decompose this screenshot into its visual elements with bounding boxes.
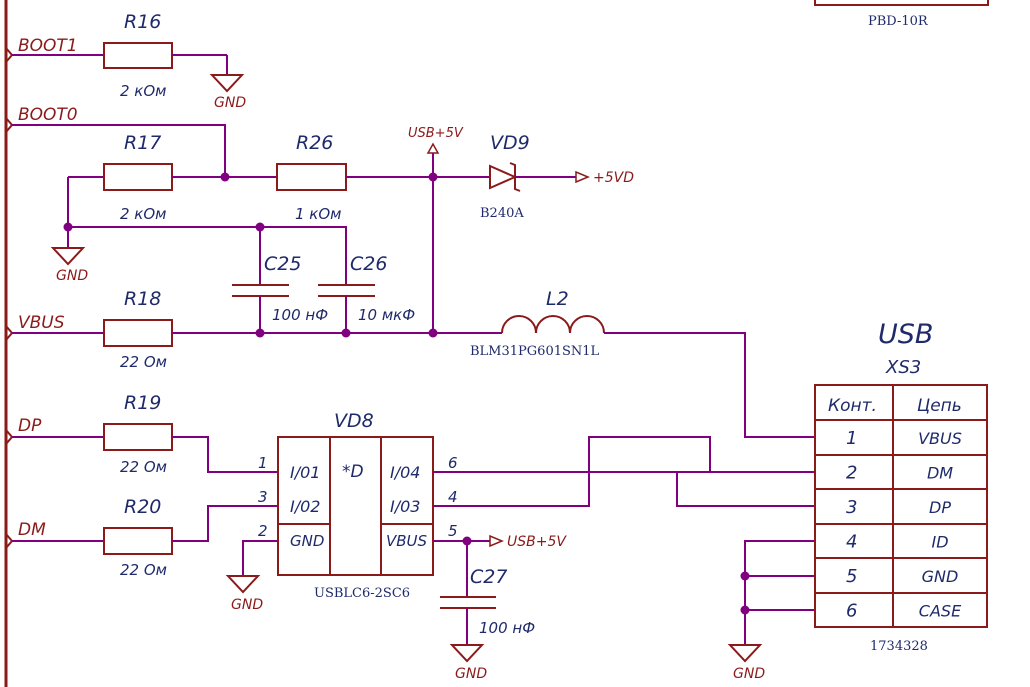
resistor-r20: [103, 527, 173, 555]
c25-value: 100 нФ: [272, 306, 328, 324]
vbus-branch: VBUS R18 22 Ом L2 BLM31PG601SN1L: [5, 177, 815, 438]
connector-row-number: 3: [846, 497, 857, 518]
gnd-label-connector: GND: [733, 666, 765, 682]
net-label-dp: DP: [18, 416, 42, 436]
ic-pin-vbus-num: 5: [448, 522, 458, 540]
connector-row-name: CASE: [919, 602, 962, 621]
boot1-branch: BOOT1 R16 2 кОм GND: [5, 11, 246, 111]
connector-row-name: DP: [929, 498, 951, 517]
ic-pin-io4-num: 6: [448, 454, 458, 472]
top-right-component: PBD-10R: [814, 0, 989, 29]
l2-part: BLM31PG601SN1L: [470, 344, 600, 359]
ic-vd8: VD8 *D I/01 I/02 GND I/04 I/03 VBUS 1 3 …: [258, 410, 458, 601]
connector-xs3: USB XS3 Конт. Цепь 1734328: [814, 319, 988, 654]
dm-branch: DM R20 22 Ом: [5, 496, 278, 579]
resistor-r26: [276, 163, 347, 191]
vd8-ref: VD8: [334, 410, 374, 432]
r20-ref: R20: [124, 496, 161, 518]
connector-header-contact: Конт.: [828, 396, 877, 416]
connector-row-name: DM: [927, 464, 953, 483]
r20-value: 22 Ом: [120, 561, 167, 579]
ground-symbol-r17: [50, 247, 86, 266]
connector-row-name: GND: [922, 567, 959, 586]
dp-branch: DP R19 22 Ом: [5, 392, 278, 476]
r18-value: 22 Ом: [120, 353, 167, 371]
resistor-r17: [103, 163, 173, 191]
r17-value: 2 кОм: [120, 205, 167, 223]
r26-value: 1 кОм: [295, 205, 342, 223]
ic-gnd-branch: GND: [225, 540, 278, 613]
ic-pin-io4-name: I/04: [390, 463, 420, 482]
c27-branch: USB+5V C27 100 нФ GND: [433, 534, 567, 682]
net-label-usb5v-top: USB+5V: [408, 126, 464, 141]
connector-row-name: ID: [931, 533, 948, 552]
gnd-label-c27: GND: [455, 666, 487, 682]
connector-row-number: 6: [846, 601, 857, 622]
data-lines: [433, 436, 815, 507]
diode-vd9: [489, 164, 518, 190]
connector-row-number: 4: [846, 532, 857, 553]
ic-pin-io1-name: I/01: [290, 463, 320, 482]
connector-rows: 1 VBUS 2 DM 3 DP 4 ID 5 GND 6 CASE: [846, 428, 962, 622]
r16-ref: R16: [124, 11, 161, 33]
ic-pin-io2-name: I/02: [290, 497, 320, 516]
r16-value: 2 кОм: [120, 82, 167, 100]
vd8-center-label: *D: [342, 462, 364, 482]
capacitors-c25-c26: C25 100 нФ C26 10 мкФ: [232, 253, 415, 333]
gnd-label-ic: GND: [231, 597, 263, 613]
c25-ref: C25: [264, 253, 301, 275]
connector-part: 1734328: [870, 639, 928, 654]
ic-pin-io1-num: 1: [258, 454, 268, 472]
r19-ref: R19: [124, 392, 161, 414]
top-part-label: PBD-10R: [868, 14, 929, 29]
ground-symbol-c27: [449, 644, 485, 663]
resistor-r18: [103, 319, 173, 347]
vd8-part: USBLC6-2SC6: [314, 586, 410, 601]
c27-value: 100 нФ: [479, 619, 535, 637]
ic-pin-gnd-name: GND: [290, 532, 324, 550]
resistor-r19: [103, 423, 173, 451]
connector-ref: XS3: [885, 357, 921, 378]
ic-pin-gnd-num: 2: [258, 522, 268, 540]
r26-ref: R26: [296, 132, 333, 154]
connector-row-number: 1: [846, 428, 857, 449]
ic-pin-io2-num: 3: [258, 488, 268, 506]
net-label-5vd: +5VD: [593, 170, 634, 186]
vd9-part: B240A: [480, 206, 524, 221]
net-label-boot0: BOOT0: [18, 105, 78, 125]
gnd-label-r17: GND: [56, 268, 88, 284]
vd9-ref: VD9: [490, 132, 530, 154]
net-label-dm: DM: [18, 520, 46, 540]
net-label-vbus: VBUS: [18, 313, 65, 333]
resistor-r16: [103, 42, 173, 69]
l2-ref: L2: [546, 288, 569, 310]
inductor-l2: [501, 315, 605, 334]
r18-ref: R18: [124, 288, 161, 310]
diode-vd9-branch: USB+5V VD9 B240A +5VD: [408, 126, 634, 221]
gnd-label-r16: GND: [214, 95, 246, 111]
connector-row-name: VBUS: [918, 429, 962, 448]
connector-row-number: 5: [846, 566, 857, 587]
connector-row-number: 2: [846, 463, 857, 484]
connector-header-circuit: Цепь: [917, 396, 962, 416]
ground-symbol-r16: [209, 74, 245, 93]
ic-pin-io3-name: I/03: [390, 497, 420, 516]
net-label-usb5v-bottom: USB+5V: [507, 534, 567, 550]
r19-value: 22 Ом: [120, 458, 167, 476]
net-label-boot1: BOOT1: [18, 36, 78, 56]
connector-gnd-branch: GND: [727, 540, 815, 682]
c26-value: 10 мкФ: [358, 306, 415, 324]
ic-pin-io3-num: 4: [448, 488, 458, 506]
r17-ref: R17: [124, 132, 161, 154]
boot0-branch: BOOT0 R17 2 кОм R26 1 кОм GND: [5, 105, 490, 285]
ground-symbol-ic: [225, 575, 261, 594]
c27-ref: C27: [470, 566, 507, 588]
connector-title: USB: [878, 319, 933, 350]
ground-symbol-connector: [727, 644, 763, 663]
ic-pin-vbus-name: VBUS: [386, 532, 428, 550]
c26-ref: C26: [350, 253, 387, 275]
